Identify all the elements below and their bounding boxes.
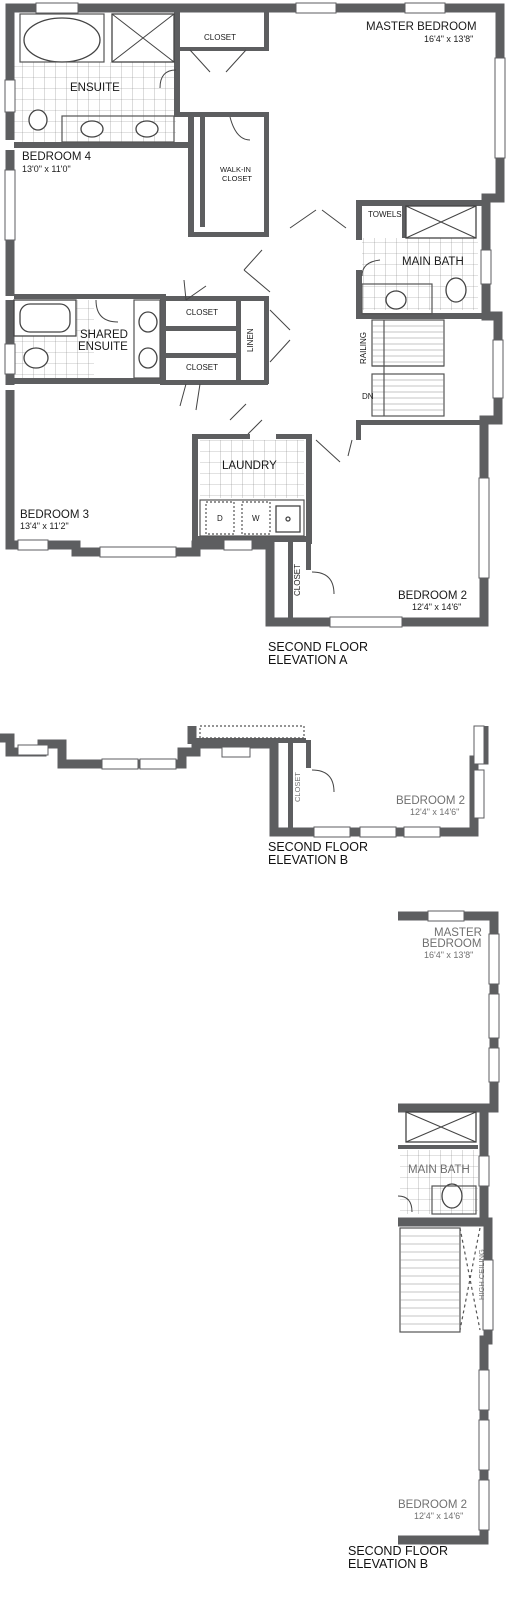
- windows-a: [4, 2, 506, 628]
- dryer-label: D: [217, 514, 223, 523]
- master-bedroom-c-dims: 16'4" x 13'8": [424, 950, 474, 960]
- ensuite-label: ENSUITE: [70, 82, 120, 94]
- dn-label: DN: [362, 392, 374, 401]
- bedroom2-label: BEDROOM 2: [398, 590, 468, 602]
- bedroom4-label: BEDROOM 4: [22, 151, 92, 163]
- floor-plan-elevation-c: [397, 910, 500, 1545]
- elevation-a-caption-line2: ELEVATION A: [268, 653, 348, 667]
- shared-ensuite-label-2: ENSUITE: [78, 341, 128, 353]
- railing-label: RAILING: [359, 331, 368, 364]
- main-bath-label: MAIN BATH: [402, 256, 464, 268]
- interior-walls-a: [14, 12, 486, 622]
- bedroom2-dims: 12'4" x 14'6": [412, 602, 462, 612]
- elevation-b-caption-line1: SECOND FLOOR: [268, 840, 369, 854]
- shared-ensuite-label-1: SHARED: [80, 329, 128, 341]
- main-bath-c-label: MAIN BATH: [408, 1164, 470, 1176]
- towels-label: TOWELS: [368, 210, 402, 219]
- floor-plan-elevation-b: [0, 725, 489, 838]
- elevation-c-caption-line1: SECOND FLOOR: [348, 1544, 449, 1558]
- master-bedroom-dims: 16'4" x 13'8": [424, 34, 474, 44]
- walkin-closet-label-2: CLOSET: [222, 174, 253, 183]
- bedroom3-label: BEDROOM 3: [20, 509, 90, 521]
- closet-upper-label: CLOSET: [186, 308, 219, 317]
- walkin-closet-label-1: WALK-IN: [220, 165, 251, 174]
- closet-top-label: CLOSET: [204, 33, 237, 42]
- bedroom2-elev-b-dims: 12'4" x 14'6": [410, 807, 460, 817]
- master-bedroom-label: MASTER BEDROOM: [366, 21, 477, 33]
- linen-label: LINEN: [246, 328, 255, 352]
- elevation-c-caption-line2: ELEVATION B: [348, 1557, 429, 1571]
- bedroom2-elev-b-label: BEDROOM 2: [396, 795, 466, 807]
- bedroom2-c-dims: 12'4" x 14'6": [414, 1511, 464, 1521]
- master-bedroom-c-label-2: BEDROOM: [422, 938, 482, 950]
- bedroom4-dims: 13'0" x 11'0": [22, 164, 71, 174]
- stair-a: [371, 319, 445, 417]
- washer-label: W: [252, 514, 260, 523]
- doors-a: [95, 49, 381, 595]
- closet-lower-label: CLOSET: [186, 363, 219, 372]
- master-bedroom-c-label-1: MASTER: [434, 927, 482, 939]
- closet-b2-label: CLOSET: [293, 563, 302, 596]
- bedroom2-c-label: BEDROOM 2: [398, 1499, 468, 1511]
- closet-elev-b-label: CLOSET: [293, 771, 302, 802]
- fixtures-a: [13, 13, 477, 537]
- elevation-a-caption-line1: SECOND FLOOR: [268, 640, 369, 654]
- bedroom3-dims: 13'4" x 11'2": [20, 521, 69, 531]
- high-ceiling-label: HIGH CEILING: [477, 1249, 486, 1300]
- laundry-label: LAUNDRY: [222, 460, 277, 472]
- elevation-b-caption-line2: ELEVATION B: [268, 853, 349, 867]
